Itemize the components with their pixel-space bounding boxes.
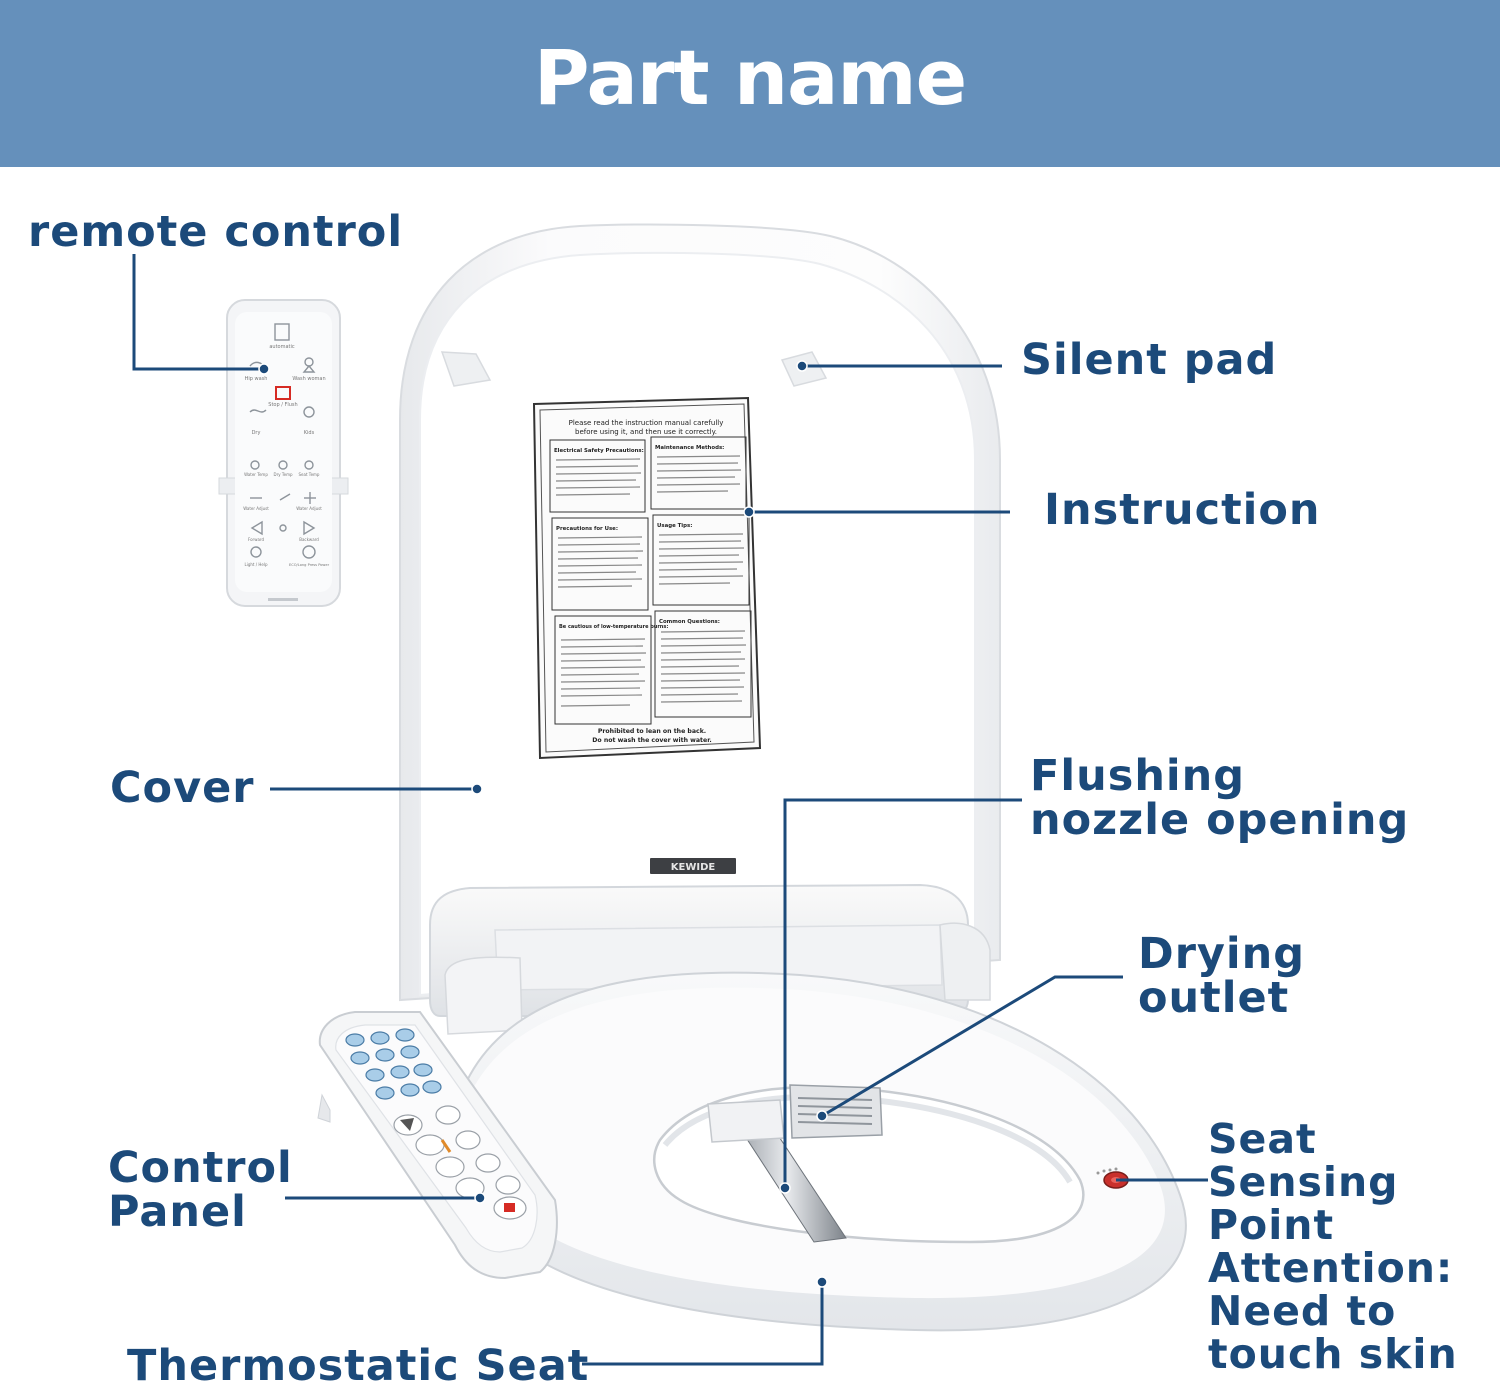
sticker-section-questions: Common Questions:	[659, 619, 720, 625]
label-instruction: Instruction	[1044, 485, 1321, 535]
control-panel-buttons	[345, 1028, 442, 1100]
sticker-section-maintenance: Maintenance Methods:	[655, 445, 724, 451]
label-drying-line1: Drying	[1138, 929, 1306, 979]
remote-label-dry-temp: Dry Temp	[273, 472, 292, 477]
label-seat-line6: touch skin	[1208, 1330, 1458, 1378]
sticker-heading-line1: Please read the instruction manual caref…	[569, 419, 724, 427]
sticker-fine-print	[555, 455, 747, 707]
remote-label-wash-woman: Wash woman	[292, 376, 325, 382]
label-remote-control: remote control	[28, 207, 404, 257]
leader-remote-control	[132, 254, 264, 371]
drying-outlet	[789, 1084, 883, 1139]
sticker-section-electrical: Electrical Safety Precautions:	[554, 448, 644, 454]
sticker-section-precautions: Precautions for Use:	[556, 526, 618, 532]
remote-control: automatic Hip wash Wash woman Stop / Flu…	[218, 299, 349, 607]
toilet-seat-illustration: Please read the instruction manual caref…	[132, 223, 1208, 1366]
leader-flushing	[783, 798, 1022, 1188]
label-control-line2: Panel	[108, 1187, 247, 1237]
label-silent-pad: Silent pad	[1021, 335, 1278, 385]
label-seat-line3: Point	[1208, 1201, 1335, 1249]
brand-plate	[650, 858, 736, 874]
remote-label-water-adjust-left: Water Adjust	[243, 506, 269, 511]
remote-label-light-help: Light / Help	[245, 562, 268, 567]
silent-pad-left	[440, 351, 492, 387]
label-seat-line2: Sensing	[1208, 1158, 1399, 1206]
sticker-heading-line2: before using it, and then use it correct…	[575, 428, 717, 436]
instruction-sticker: Please read the instruction manual caref…	[532, 396, 762, 760]
remote-label-kids: Kids	[304, 430, 315, 436]
title-banner: Part name	[0, 0, 1500, 167]
label-flushing-line1: Flushing	[1030, 751, 1246, 801]
remote-label-eco-power: ECO/Long Press Power	[289, 563, 330, 567]
brand-text: KEWIDE	[671, 862, 716, 873]
label-flushing-line2: nozzle opening	[1030, 795, 1410, 845]
remote-label-water-temp: Water Temp	[244, 472, 268, 477]
label-cover: Cover	[110, 763, 255, 813]
remote-label-seat-temp: Seat Temp	[299, 472, 320, 477]
sticker-section-low-temp: Be cautious of low-temperature burns:	[559, 624, 668, 630]
leader-dots	[258, 360, 828, 1288]
remote-label-dry: Dry	[252, 430, 261, 436]
sticker-footer-line1: Prohibited to lean on the back.	[598, 728, 706, 735]
leader-thermostatic-seat	[582, 1282, 824, 1366]
label-seat-line4: Attention:	[1208, 1244, 1454, 1292]
label-drying-line2: outlet	[1138, 973, 1290, 1023]
label-thermostatic-seat: Thermostatic Seat	[127, 1341, 590, 1391]
remote-label-backward: Backward	[299, 537, 319, 542]
flushing-nozzle	[707, 1099, 847, 1243]
sticker-footer-line2: Do not wash the cover with water.	[592, 737, 711, 744]
remote-label-water-adjust-right: Water Adjust	[296, 506, 322, 511]
control-panel	[318, 1011, 558, 1280]
leader-drying	[821, 975, 1123, 1118]
page-title: Part name	[533, 33, 967, 122]
remote-icons	[249, 323, 316, 559]
stop-flush-icon	[275, 386, 291, 400]
remote-label-automatic: automatic	[269, 344, 295, 350]
label-seat-line5: Need to	[1208, 1287, 1397, 1335]
remote-label-stop-flush: Stop / Flush	[268, 402, 297, 408]
remote-label-forward: Forward	[248, 537, 265, 542]
label-seat-line1: Seat	[1208, 1115, 1317, 1163]
remote-label-hip-wash: Hip wash	[245, 376, 268, 382]
label-control-line1: Control	[108, 1143, 293, 1193]
leader-lines	[132, 254, 1208, 1366]
sticker-section-usage-tips: Usage Tips:	[657, 523, 692, 529]
